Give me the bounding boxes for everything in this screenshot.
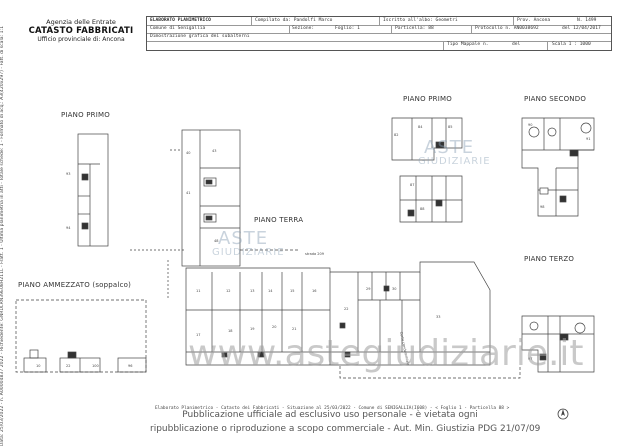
plan-piano-primo-right — [391, 117, 463, 223]
svg-text:12: 12 — [226, 289, 230, 293]
svg-text:29: 29 — [366, 287, 370, 291]
courtyard-label: Corte condominiale — [399, 331, 410, 365]
header-divider — [251, 17, 252, 25]
tipo-mappale: Tipo Mappale n. — [447, 42, 489, 47]
svg-text:85: 85 — [448, 125, 452, 129]
catasto-title: CATASTO FABBRICATI — [28, 26, 134, 36]
header-row-3: Dimostrazione grafica dei subalterni — [147, 33, 611, 42]
svg-text:14: 14 — [268, 289, 273, 293]
floor-label-piano-terra: PIANO TERRA — [254, 216, 304, 224]
watermark-giudiziarie: GIUDIZIARIE — [212, 247, 285, 258]
svg-text:97: 97 — [528, 357, 532, 361]
north-arrow-icon — [557, 408, 569, 420]
scala: Scala 1 : 1000 — [552, 42, 591, 47]
street-label: strada 209 — [305, 252, 324, 256]
iscritto-albo: Iscritto all'albo: Geometri — [383, 18, 458, 23]
svg-text:40: 40 — [186, 151, 190, 155]
svg-text:16: 16 — [312, 289, 316, 293]
svg-text:88: 88 — [420, 207, 424, 211]
protocollo-data: del 12/04/2017 — [562, 26, 601, 31]
dimostrazione-grafica: Dimostrazione grafica dei subalterni — [150, 34, 250, 39]
sezione: Sezione: — [292, 26, 315, 31]
protocollo: Protocollo n. AN0038692 — [475, 26, 539, 31]
svg-text:30: 30 — [392, 287, 396, 291]
svg-text:19: 19 — [250, 327, 254, 331]
plan-piano-terzo — [521, 315, 595, 373]
header-divider — [513, 17, 514, 25]
header-divider — [289, 25, 290, 33]
svg-text:100: 100 — [92, 364, 99, 368]
svg-text:17: 17 — [196, 333, 200, 337]
svg-text:20: 20 — [272, 325, 276, 329]
header-divider — [391, 25, 392, 33]
svg-text:91: 91 — [586, 137, 590, 141]
watermark-aste: ASTE — [218, 228, 269, 249]
plan-piano-terra-upper — [170, 129, 300, 267]
compilato-da: Compilato da: Pandolfi Marco — [255, 18, 333, 23]
particella: Particella: 88 — [395, 26, 434, 31]
foglio: Foglio: 1 — [335, 26, 360, 31]
floor-label-piano-primo: PIANO PRIMO — [61, 111, 110, 119]
header-table: ELABORATO PLANIMETRICO Compilato da: Pan… — [146, 16, 612, 51]
header-row-4: Tipo Mappale n. del Scala 1 : 1000 — [147, 41, 611, 49]
plan-piano-secondo — [521, 117, 595, 217]
comune: Comune di Senigallia — [150, 26, 206, 31]
svg-text:87: 87 — [410, 183, 414, 187]
doc-title: ELABORATO PLANIMETRICO — [150, 18, 211, 23]
numero-iscrizione: N. 1499 — [577, 18, 597, 23]
svg-text:94: 94 — [66, 226, 71, 230]
svg-text:18: 18 — [228, 329, 232, 333]
footer-note: Elaborato Planimetrico - Catasto dei Fab… — [155, 406, 510, 411]
plan-piano-primo-left — [77, 133, 109, 247]
header-row-2: Comune di Senigallia Sezione: Foglio: 1 … — [147, 25, 611, 34]
svg-text:41: 41 — [186, 191, 190, 195]
svg-text:15: 15 — [290, 289, 294, 293]
svg-text:93: 93 — [66, 172, 70, 176]
svg-text:96: 96 — [128, 364, 132, 368]
svg-text:21: 21 — [292, 327, 296, 331]
floor-label-piano-primo: PIANO PRIMO — [403, 95, 452, 103]
publication-notice-line2: ripubblicazione o riproduzione a scopo c… — [150, 424, 541, 434]
provincia: Prov. Ancona — [517, 18, 551, 23]
svg-text:98: 98 — [540, 205, 544, 209]
header-row-1: ELABORATO PLANIMETRICO Compilato da: Pan… — [147, 17, 611, 26]
svg-text:22: 22 — [66, 364, 70, 368]
header-divider — [379, 17, 380, 25]
header-divider — [547, 41, 548, 50]
floor-label-piano-terzo: PIANO TERZO — [524, 255, 575, 263]
svg-text:33: 33 — [436, 315, 440, 319]
watermark-url: www.astegiudiziarie.it — [188, 333, 584, 374]
floor-label-piano-ammezzato: PIANO AMMEZZATO (soppalco) — [18, 281, 132, 289]
svg-text:13: 13 — [250, 289, 254, 293]
svg-text:84: 84 — [418, 125, 423, 129]
svg-text:82: 82 — [394, 133, 398, 137]
svg-text:43: 43 — [212, 149, 216, 153]
svg-text:11: 11 — [196, 289, 200, 293]
svg-text:48: 48 — [214, 239, 218, 243]
plan-piano-terra-lower — [130, 249, 521, 379]
publication-notice-line1: Pubblicazione ufficiale ad esclusivo uso… — [182, 410, 478, 420]
svg-text:90: 90 — [528, 123, 532, 127]
office-block: Agenzia delle Entrate CATASTO FABBRICATI… — [20, 18, 142, 43]
floor-label-piano-secondo: PIANO SECONDO — [524, 95, 587, 103]
agency-name: Agenzia delle Entrate — [46, 18, 116, 26]
watermark-aste: ASTE — [424, 137, 475, 158]
tipo-mappale-data: del — [512, 42, 521, 47]
svg-text:10: 10 — [36, 364, 40, 368]
header-divider — [443, 41, 444, 50]
watermark-giudiziarie: GIUDIZIARIE — [418, 156, 491, 167]
plan-piano-ammezzato — [15, 299, 147, 373]
header-divider — [471, 25, 472, 33]
svg-text:22: 22 — [344, 307, 348, 311]
office-location: Ufficio provinciale di: Ancona — [37, 36, 125, 43]
